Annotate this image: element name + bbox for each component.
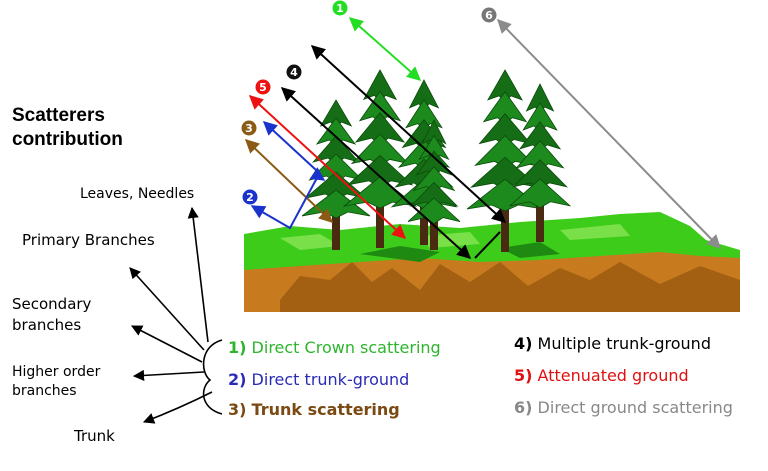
ray-badges: 1 2 3 4 5 6 bbox=[241, 0, 497, 205]
soil-ridges bbox=[280, 262, 740, 312]
ray-4-multiple-c bbox=[474, 231, 501, 259]
pointer-secondary bbox=[131, 325, 203, 363]
label-trunk: Trunk bbox=[74, 427, 115, 445]
badge-2: 2 bbox=[242, 189, 258, 205]
badge-number: 2 bbox=[246, 191, 254, 204]
legend-1-num: 1) bbox=[228, 338, 247, 357]
ray-6-ground bbox=[497, 18, 721, 250]
badge-6: 6 bbox=[481, 7, 497, 23]
badge-number: 5 bbox=[259, 81, 267, 94]
label-primary-branches: Primary Branches bbox=[22, 231, 155, 249]
badge-circle bbox=[242, 189, 258, 205]
badge-1: 1 bbox=[332, 0, 348, 16]
pointer-primary bbox=[129, 267, 205, 351]
legend-2-num: 2) bbox=[228, 370, 247, 389]
legend-4: 4) Multiple trunk-ground bbox=[514, 334, 711, 353]
pointer-trunk bbox=[142, 391, 213, 424]
legend-6: 6) Direct ground scattering bbox=[514, 398, 733, 417]
badge-number: 3 bbox=[245, 122, 253, 135]
legend-3-text: Trunk scattering bbox=[251, 400, 400, 419]
bracket bbox=[202, 339, 223, 415]
legend-5-text: Attenuated ground bbox=[537, 366, 689, 385]
ray-2-trunk-ground bbox=[250, 167, 326, 230]
legend-6-num: 6) bbox=[514, 398, 533, 417]
legend-3: 3) Trunk scattering bbox=[228, 400, 400, 419]
badge-circle bbox=[286, 64, 302, 80]
legend-2-text: Direct trunk-ground bbox=[251, 370, 410, 389]
legend-5: 5) Attenuated ground bbox=[514, 366, 689, 385]
badge-number: 6 bbox=[485, 9, 493, 22]
legend-4-num: 4) bbox=[514, 334, 533, 353]
title: Scatterers contribution bbox=[12, 105, 123, 150]
badge-3: 3 bbox=[241, 120, 257, 136]
legend-2: 2) Direct trunk-ground bbox=[228, 370, 409, 389]
badge-5: 5 bbox=[255, 79, 271, 95]
badge-circle bbox=[255, 79, 271, 95]
legend-1-text: Direct Crown scattering bbox=[251, 338, 441, 357]
badge-number: 4 bbox=[290, 66, 298, 79]
badge-circle bbox=[332, 0, 348, 16]
badge-4: 4 bbox=[286, 64, 302, 80]
scattering-rays bbox=[244, 17, 721, 259]
tree bbox=[390, 79, 458, 245]
parts-pointers bbox=[129, 206, 223, 424]
label-secondary-2: branches bbox=[12, 316, 82, 334]
legend-4-text: Multiple trunk-ground bbox=[537, 334, 711, 353]
label-leaves: Leaves, Needles bbox=[80, 186, 195, 202]
badge-number: 1 bbox=[336, 2, 344, 15]
label-higher-2: branches bbox=[12, 383, 77, 399]
label-higher-1: Higher order bbox=[12, 364, 101, 380]
tree bbox=[508, 83, 572, 242]
legend-5-num: 5) bbox=[514, 366, 533, 385]
legend-3-num: 3) bbox=[228, 400, 247, 419]
ray-1-direct-crown bbox=[348, 17, 422, 81]
badge-circle bbox=[481, 7, 497, 23]
pointer-higher bbox=[132, 369, 205, 382]
legend-6-text: Direct ground scattering bbox=[537, 398, 733, 417]
label-secondary-1: Secondary bbox=[12, 295, 92, 313]
ray-2-trunk-ground-b bbox=[262, 121, 317, 171]
ground bbox=[244, 212, 740, 312]
legend-1: 1) Direct Crown scattering bbox=[228, 338, 441, 357]
pointer-leaves bbox=[187, 206, 209, 343]
badge-circle bbox=[241, 120, 257, 136]
